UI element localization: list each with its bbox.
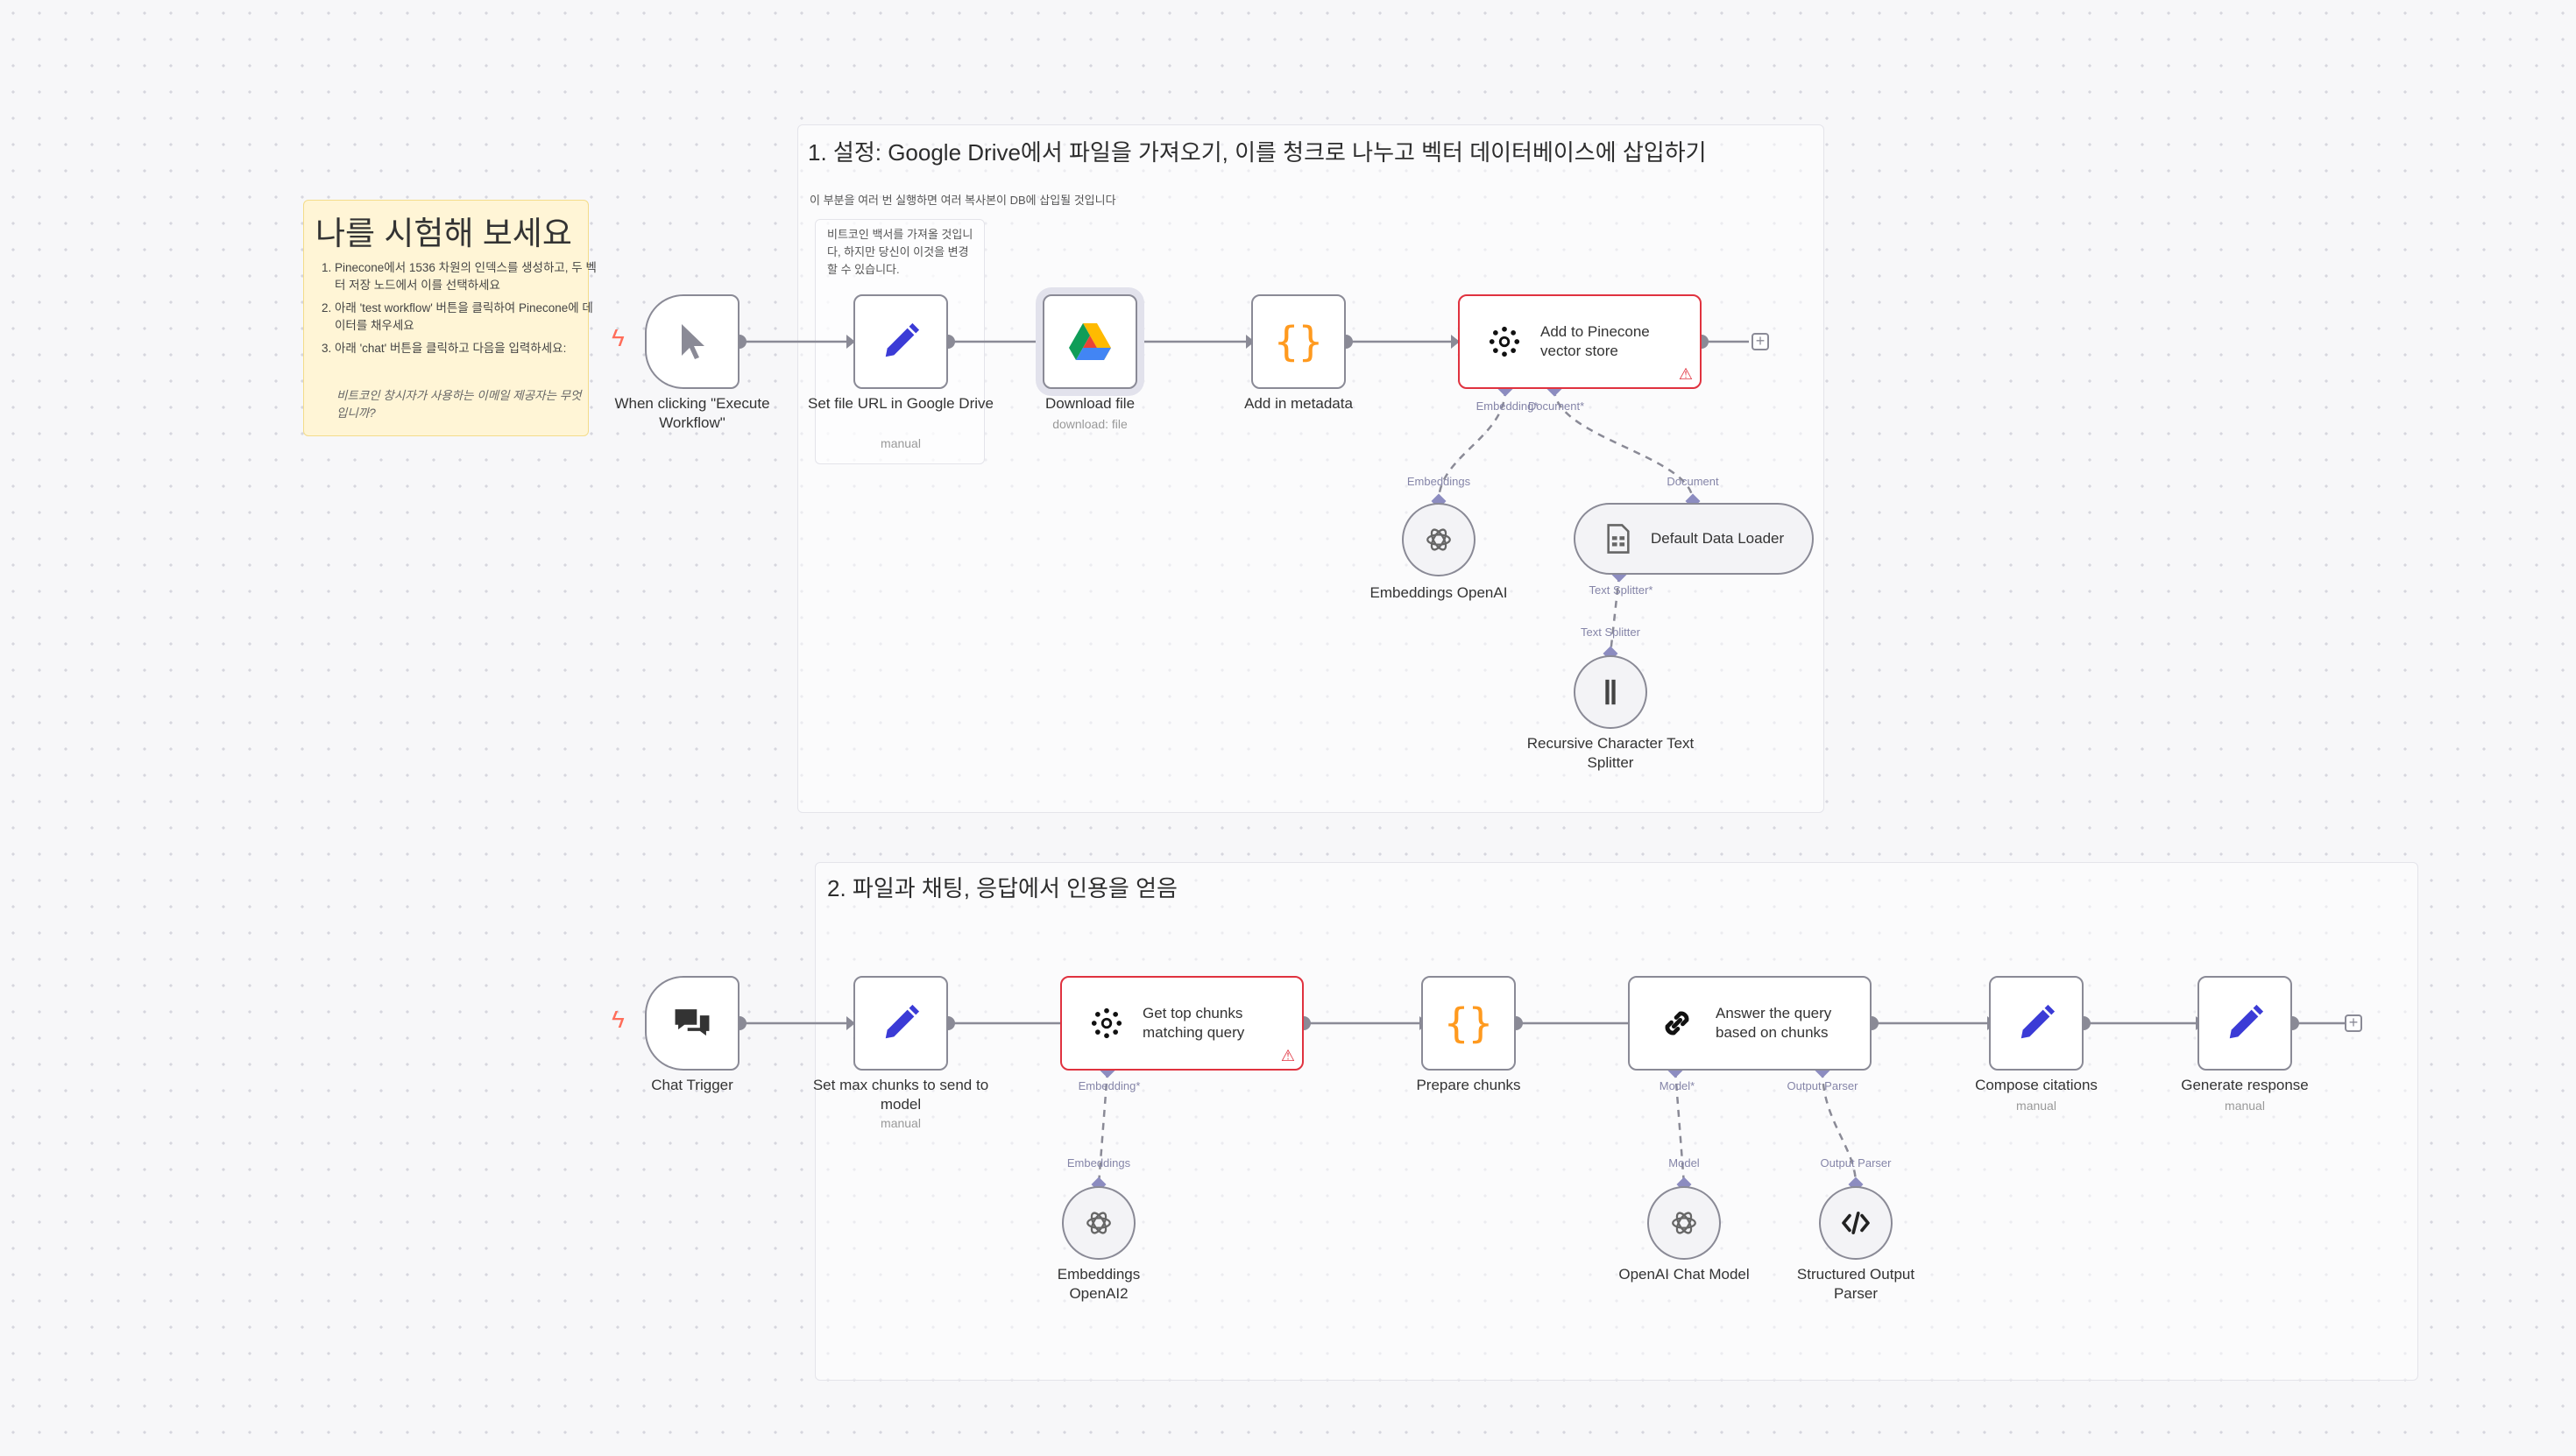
node-answer-query[interactable]: Answer the query based on chunks xyxy=(1628,976,1872,1071)
trigger-bolt-icon: ϟ xyxy=(612,1006,625,1033)
port-label-embedding: Embedding* xyxy=(1078,1079,1141,1092)
port-label-text-splitter: Text Splitter* xyxy=(1589,583,1653,597)
connection xyxy=(1674,1070,1686,1185)
pointer-icon xyxy=(682,324,704,359)
node-subtitle: manual xyxy=(2016,1099,2056,1113)
openai-icon xyxy=(1426,528,1451,551)
splitter-icon xyxy=(1605,679,1616,705)
port-label-output-parser: Output Parser xyxy=(1787,1079,1858,1092)
node-manual-trigger[interactable] xyxy=(645,294,740,389)
node-label: Compose citations xyxy=(1975,1077,2098,1093)
port-label-model-in: Model xyxy=(1668,1156,1700,1170)
openai-icon xyxy=(1672,1212,1696,1234)
braces-icon: {} xyxy=(1274,318,1323,365)
add-node-button[interactable]: + xyxy=(1752,333,1769,350)
node-set-file-url[interactable] xyxy=(853,294,948,389)
node-label: Set file URL in Google Drive xyxy=(808,395,994,412)
node-label: OpenAI Chat Model xyxy=(1618,1266,1750,1283)
port-label-document-in: Document xyxy=(1667,475,1719,488)
node-default-data-loader[interactable]: Default Data Loader xyxy=(1574,503,1814,575)
try-it-question: 비트코인 창시자가 사용하는 이메일 제공자는 무엇입니까? xyxy=(336,389,582,420)
node-prepare-chunks[interactable]: {} xyxy=(1421,976,1516,1071)
try-it-step: Pinecone에서 1536 차원의 인덱스를 생성하고, 두 벡터 저장 노… xyxy=(335,259,598,294)
pencil-icon xyxy=(885,322,920,357)
node-generate-response[interactable] xyxy=(2197,976,2292,1071)
node-get-top-chunks[interactable]: Get top chunks matching query ⚠ xyxy=(1060,976,1304,1071)
port-label-embeddings: Embeddings xyxy=(1406,475,1471,488)
node-label: Generate response xyxy=(2181,1077,2309,1093)
pinecone-icon xyxy=(1091,1007,1122,1039)
node-label: Answer the query based on chunks xyxy=(1716,1005,1832,1041)
node-label: Chat Trigger xyxy=(651,1077,733,1093)
document-icon xyxy=(1607,524,1630,554)
section-2-sticky[interactable] xyxy=(815,862,2418,1381)
port-label-output-parser-in: Output Parser xyxy=(1820,1156,1892,1170)
try-it-title: 나를 시험해 보세요 xyxy=(315,216,572,251)
port-label-text-splitter-in: Text Splitter xyxy=(1581,626,1640,639)
warning-icon: ⚠ xyxy=(1280,1047,1295,1064)
node-label: Add to Pinecone vector store xyxy=(1540,323,1650,359)
connection xyxy=(1437,388,1507,502)
node-embeddings-openai2[interactable] xyxy=(1062,1186,1136,1260)
pencil-icon xyxy=(885,1004,920,1039)
try-it-step: 아래 'chat' 버튼을 클릭하고 다음을 입력하세요: xyxy=(335,340,598,357)
inner-note-text: 비트코인 백서를 가져올 것입니다, 하지만 당신이 이것을 변경할 수 있습니… xyxy=(827,228,973,276)
pencil-icon xyxy=(2020,1004,2056,1039)
node-set-max-chunks[interactable] xyxy=(853,976,948,1071)
connection xyxy=(1097,1070,1109,1185)
port-label-embeddings: Embeddings xyxy=(1066,1156,1131,1170)
braces-icon: {} xyxy=(1444,1000,1493,1047)
node-label: Default Data Loader xyxy=(1651,530,1785,547)
google-drive-icon xyxy=(1069,323,1111,360)
node-download-file[interactable] xyxy=(1043,294,1137,389)
add-node-button[interactable]: + xyxy=(2345,1014,2362,1032)
try-it-step: 아래 'test workflow' 버튼을 클릭하여 Pinecone에 데이… xyxy=(335,300,598,335)
openai-icon xyxy=(1086,1212,1111,1234)
node-label: Get top chunks matching query xyxy=(1143,1005,1245,1041)
connection xyxy=(1553,388,1695,502)
node-subtitle: manual xyxy=(881,436,921,450)
node-openai-chat-model[interactable] xyxy=(1647,1186,1721,1260)
node-label: Embeddings OpenAI xyxy=(1369,584,1508,601)
warning-icon: ⚠ xyxy=(1678,365,1693,383)
try-it-steps: Pinecone에서 1536 차원의 인덱스를 생성하고, 두 벡터 저장 노… xyxy=(317,259,598,363)
try-it-sticky[interactable] xyxy=(303,200,589,436)
section-1-title: 1. 설정: Google Drive에서 파일을 가져오기, 이를 청크로 나… xyxy=(808,139,1707,166)
port-label-document: Document* xyxy=(1527,399,1585,413)
connection xyxy=(1609,574,1621,654)
node-label: Set max chunks to send to model xyxy=(812,1077,989,1113)
node-label: Embeddings OpenAI2 xyxy=(1057,1266,1141,1302)
node-subtitle: manual xyxy=(2225,1099,2265,1113)
connection xyxy=(1821,1070,1858,1185)
node-label: Add in metadata xyxy=(1244,395,1353,412)
pinecone-icon xyxy=(1489,326,1520,357)
pencil-icon xyxy=(2229,1004,2264,1039)
port-label-embedding: Embedding* xyxy=(1476,399,1539,413)
code-icon xyxy=(1842,1211,1870,1235)
trigger-bolt-icon: ϟ xyxy=(612,324,625,351)
node-compose-citations[interactable] xyxy=(1989,976,2084,1071)
node-label: When clicking "Execute Workflow" xyxy=(614,395,770,431)
section-2-title: 2. 파일과 채팅, 응답에서 인용을 얻음 xyxy=(827,875,1178,901)
section-1-subtitle: 이 부분을 여러 번 실행하면 여러 복사본이 DB에 삽입될 것입니다 xyxy=(810,194,1116,207)
node-label: Recursive Character Text Splitter xyxy=(1526,735,1695,771)
node-structured-output-parser[interactable] xyxy=(1819,1186,1893,1260)
node-text-splitter[interactable] xyxy=(1574,655,1647,729)
node-label: Structured Output Parser xyxy=(1796,1266,1915,1302)
node-subtitle: download: file xyxy=(1052,417,1128,431)
chat-icon xyxy=(675,1009,710,1036)
node-embeddings-openai[interactable] xyxy=(1402,503,1476,576)
node-add-metadata[interactable]: {} xyxy=(1251,294,1346,389)
node-label: Download file xyxy=(1044,395,1136,412)
node-label: Prepare chunks xyxy=(1416,1077,1521,1093)
chain-icon xyxy=(1665,1011,1689,1035)
port-label-model: Model* xyxy=(1659,1079,1695,1092)
node-subtitle: manual xyxy=(881,1116,921,1130)
node-chat-trigger[interactable] xyxy=(645,976,740,1071)
node-add-to-pinecone[interactable]: Add to Pinecone vector store ⚠ xyxy=(1458,294,1702,389)
